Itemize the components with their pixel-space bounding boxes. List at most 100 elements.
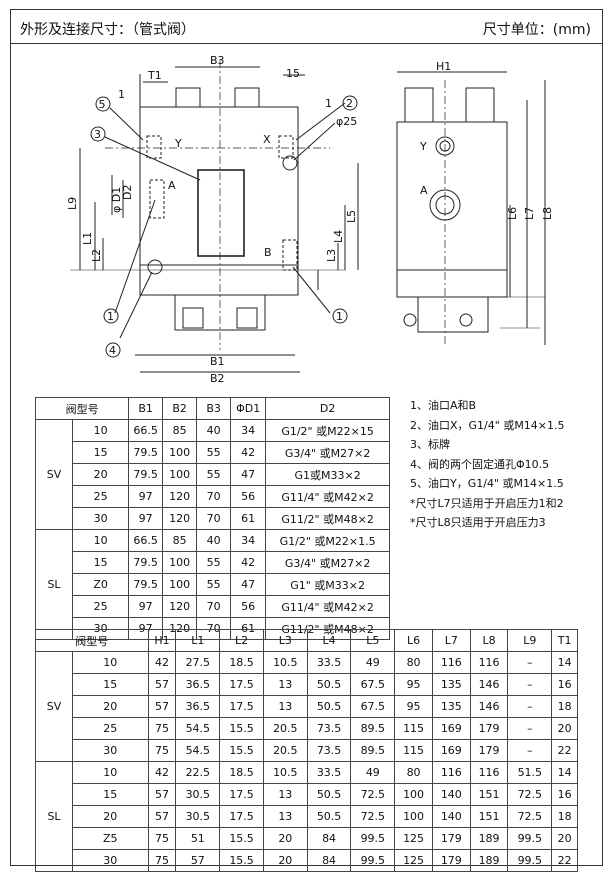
value-cell: 42 <box>230 551 267 574</box>
value-cell: 42 <box>147 761 177 784</box>
note-item: 2、油口X，G1/4" 或M14×1.5 <box>410 418 565 432</box>
value-cell: 100 <box>394 805 433 828</box>
value-cell: 99.5 <box>507 849 553 872</box>
callout-4 <box>105 342 121 358</box>
callout-1-right-label: 1 <box>336 310 343 323</box>
value-cell: 84 <box>306 849 352 872</box>
dim-l9: L9 <box>66 197 79 210</box>
value-cell: 120 <box>162 485 198 508</box>
value-cell: G1或M33×2 <box>265 463 390 486</box>
note-item: 5、油口Y，G1/4" 或M14×1.5 <box>410 477 564 490</box>
value-cell: 33.5 <box>306 651 352 674</box>
value-cell: G11/2" 或M48×2 <box>265 507 390 530</box>
size-cell: 30 <box>72 849 149 872</box>
note-item: *尺寸L8只适用于开启压力3 <box>410 516 546 529</box>
callout-3-label: 3 <box>94 128 101 141</box>
value-cell: 135 <box>431 695 471 718</box>
value-cell: 50.5 <box>306 673 352 696</box>
value-cell: 20 <box>551 827 578 850</box>
value-cell: 10.5 <box>262 761 308 784</box>
value-cell: 30.5 <box>175 805 221 828</box>
value-cell: 55 <box>196 551 232 574</box>
dim-l1: L1 <box>81 232 94 245</box>
table-header-row: 阀型号 H1 L1 L2 L3 L4 L5 L6 L7 L8 L9 T1 <box>35 629 578 652</box>
value-cell: 135 <box>431 673 471 696</box>
dim-b1: B1 <box>210 355 225 368</box>
callout-4-label: 4 <box>109 344 116 357</box>
bottom-plug-bolt-l <box>182 307 204 329</box>
dim-d2: D2 <box>121 185 134 200</box>
value-cell: 179 <box>431 827 471 850</box>
col-header: T1 <box>551 629 578 652</box>
value-cell: 49 <box>350 651 396 674</box>
value-cell: 99.5 <box>350 827 396 850</box>
value-cell: G11/4" 或M42×2 <box>265 595 390 618</box>
value-cell: 66.5 <box>128 529 164 552</box>
front-base <box>139 264 299 296</box>
value-cell: 40 <box>196 529 232 552</box>
value-cell: 140 <box>431 783 471 806</box>
port-y-label: Y <box>174 137 182 150</box>
callout-5-label: 5 <box>99 98 106 111</box>
dim-l4: L4 <box>332 230 345 243</box>
col-header: L1 <box>175 629 221 652</box>
port-x-hole <box>278 135 294 159</box>
value-cell: 61 <box>230 507 267 530</box>
note-item: 3、标牌 <box>410 438 450 451</box>
fixing-hole-bottom <box>147 259 163 275</box>
value-cell: 116 <box>431 651 471 674</box>
value-cell: 75 <box>147 849 177 872</box>
value-cell: 18.5 <box>219 761 264 784</box>
value-cell: 125 <box>394 849 433 872</box>
col-header: L3 <box>262 629 308 652</box>
value-cell: 151 <box>469 783 509 806</box>
value-cell: 55 <box>196 463 232 486</box>
value-cell: 99.5 <box>350 849 396 872</box>
dim-1-left: 1 <box>118 88 125 101</box>
value-cell: 84 <box>306 827 352 850</box>
value-cell: 47 <box>230 573 267 596</box>
value-cell: G1/2" 或M22×1.5 <box>265 529 390 552</box>
size-cell: 15 <box>71 441 130 464</box>
size-cell: 10 <box>72 761 149 784</box>
dim-l8: L8 <box>541 207 554 220</box>
dim-t1: T1 <box>147 69 162 82</box>
bottom-plug-bolt-r <box>236 307 258 329</box>
value-cell: 85 <box>162 419 198 442</box>
col-header: B1 <box>128 397 164 420</box>
value-cell: – <box>507 673 553 696</box>
value-cell: 146 <box>469 673 509 696</box>
value-cell: 27.5 <box>175 651 221 674</box>
value-cell: 15.5 <box>219 849 264 872</box>
value-cell: 169 <box>431 739 471 762</box>
value-cell: 79.5 <box>128 573 164 596</box>
col-header: L9 <box>507 629 553 652</box>
callout-1-right <box>332 308 348 324</box>
callout-2 <box>342 95 358 111</box>
value-cell: 95 <box>394 695 433 718</box>
value-cell: 16 <box>551 783 578 806</box>
value-cell: G1/2" 或M22×15 <box>265 419 390 442</box>
value-cell: 73.5 <box>306 739 352 762</box>
col-header: D2 <box>265 397 390 420</box>
size-cell: 30 <box>71 507 130 530</box>
value-cell: 57 <box>147 695 177 718</box>
port-y-hole <box>146 135 162 159</box>
col-header: L7 <box>431 629 471 652</box>
col-header: L6 <box>394 629 433 652</box>
port-a-label: A <box>168 179 176 192</box>
value-cell: 50.5 <box>306 783 352 806</box>
side-top-boss-r <box>465 87 495 123</box>
value-cell: 17.5 <box>219 805 264 828</box>
value-cell: 30.5 <box>175 783 221 806</box>
value-cell: 18 <box>551 695 578 718</box>
value-cell: 189 <box>469 827 509 850</box>
